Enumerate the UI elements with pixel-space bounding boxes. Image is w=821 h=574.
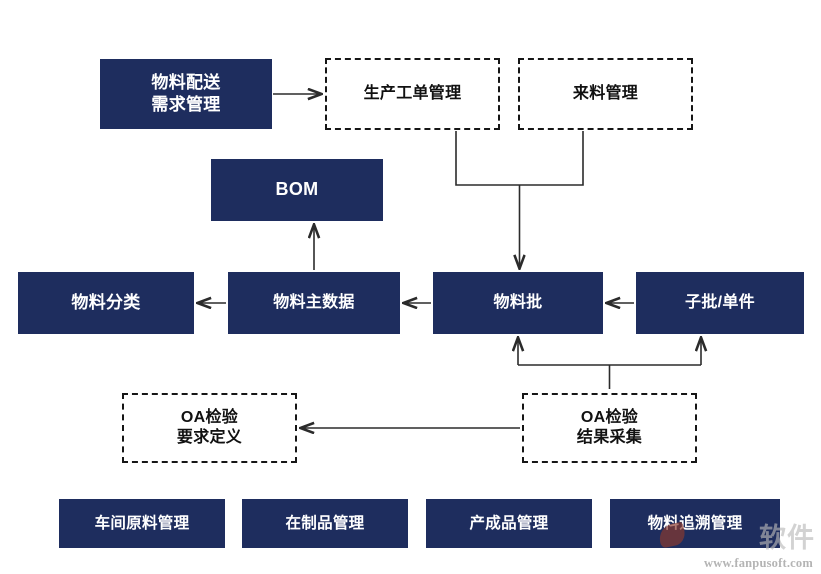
node-bom[interactable]: BOM	[211, 159, 383, 221]
node-material-master-data[interactable]: 物料主数据	[228, 272, 400, 334]
node-label: 物料分类	[71, 293, 141, 313]
node-label: 物料批	[493, 293, 543, 311]
watermark-url: www.fanpusoft.com	[704, 556, 813, 570]
node-material-batch[interactable]: 物料批	[433, 272, 603, 334]
node-label: OA检验 结果采集	[576, 408, 643, 446]
node-label: 产成品管理	[469, 514, 549, 532]
node-material-traceability[interactable]: 物料追溯管理	[610, 499, 780, 548]
node-sub-batch-single[interactable]: 子批/单件	[636, 272, 804, 334]
node-production-work-order[interactable]: 生产工单管理	[325, 58, 500, 130]
node-material-classification[interactable]: 物料分类	[18, 272, 194, 334]
node-finished-goods[interactable]: 产成品管理	[426, 499, 592, 548]
node-oa-inspection-requirement[interactable]: OA检验 要求定义	[122, 393, 297, 463]
node-oa-inspection-result[interactable]: OA检验 结果采集	[522, 393, 697, 463]
node-label: 生产工单管理	[363, 84, 462, 102]
node-label: 车间原料管理	[94, 514, 190, 532]
node-label: 物料追溯管理	[647, 514, 743, 532]
connector-orders-merge-to-batch	[455, 131, 584, 186]
node-workshop-raw-material[interactable]: 车间原料管理	[59, 499, 225, 548]
node-material-delivery-demand[interactable]: 物料配送 需求管理	[100, 59, 272, 129]
node-label: 在制品管理	[285, 514, 365, 532]
node-label: 来料管理	[572, 84, 639, 102]
node-incoming-material[interactable]: 来料管理	[518, 58, 693, 130]
node-label: BOM	[275, 179, 319, 200]
node-wip-management[interactable]: 在制品管理	[242, 499, 408, 548]
node-label: 子批/单件	[685, 293, 755, 311]
node-label: OA检验 要求定义	[176, 408, 243, 446]
node-label: 物料配送 需求管理	[151, 73, 221, 114]
node-label: 物料主数据	[273, 293, 355, 311]
